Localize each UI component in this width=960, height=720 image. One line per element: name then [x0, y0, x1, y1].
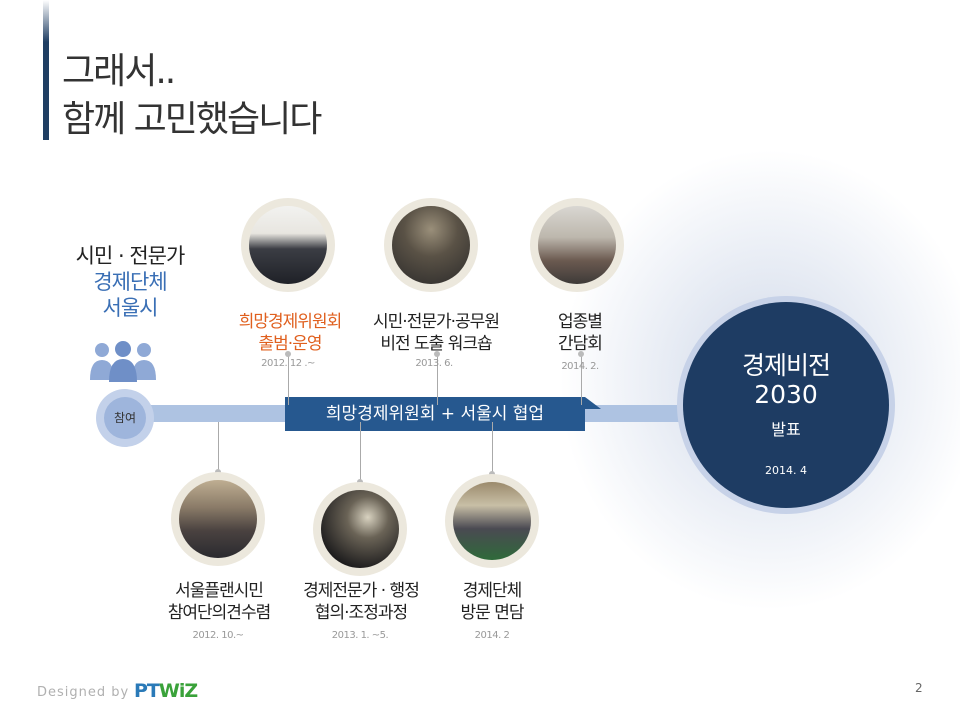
connector-line	[288, 354, 289, 405]
page-number: 2	[915, 681, 923, 695]
connector-dot	[434, 351, 440, 357]
vision-title: 경제비전	[741, 351, 831, 380]
page-title-line2: 함께 고민했습니다	[62, 99, 322, 140]
connector-line	[360, 422, 361, 482]
photo-economic-visit	[445, 474, 539, 568]
event-committee-subtitle: 출범·운영	[258, 334, 323, 354]
footer-designed-by: Designed by	[37, 685, 130, 700]
footer-logo: PTWiZ	[134, 680, 198, 702]
event-economic-visit-title: 경제단체	[462, 581, 523, 601]
logo-pt: PT	[134, 680, 160, 702]
event-economic-visit-date: 2014. 2	[474, 630, 510, 641]
logo-wiz: WiZ	[158, 680, 198, 702]
vision-date: 2014. 4	[765, 464, 807, 477]
banner-fold	[585, 397, 601, 409]
event-citizen-panel-date: 2012. 10.~	[192, 630, 244, 641]
event-committee-title: 희망경제위원회	[238, 312, 342, 332]
event-citizen-panel-subtitle: 참여단의견수렴	[167, 603, 271, 623]
event-economic-visit-subtitle: 방문 면담	[460, 603, 525, 623]
stakeholder-citizens-experts: 시민 · 전문가	[75, 244, 186, 268]
event-industry-subtitle: 간담회	[558, 334, 603, 354]
participate-badge: 참여	[104, 397, 146, 439]
event-citizen-panel-title: 서울플랜시민	[175, 581, 264, 601]
connector-line	[492, 422, 493, 474]
event-expert-subtitle: 협의·조정과정	[314, 603, 408, 623]
connector-line	[437, 354, 438, 405]
event-expert-date: 2013. 1. ~5.	[331, 630, 389, 641]
connector-dot	[285, 351, 291, 357]
stakeholder-seoul-city: 서울시	[102, 296, 159, 320]
connector-line	[218, 422, 219, 472]
event-workshop-title: 시민·전문가·공무원	[373, 312, 500, 332]
event-workshop-date: 2013. 6.	[415, 358, 453, 369]
photo-citizen-panel	[171, 472, 265, 566]
photo-expert-consultation	[313, 482, 407, 576]
vision-year: 2030	[754, 380, 818, 409]
connector-line	[581, 354, 582, 405]
vision-circle: 경제비전 2030 발표 2014. 4	[683, 302, 889, 508]
photo-vision-workshop	[384, 198, 478, 292]
connector-dot	[578, 351, 584, 357]
photo-committee-launch	[241, 198, 335, 292]
event-industry-date: 2014. 2.	[561, 361, 599, 372]
event-committee-date: 2012. 12 .~	[261, 358, 315, 369]
event-expert-title: 경제전문가 · 행정	[303, 581, 420, 601]
vision-announce: 발표	[771, 420, 801, 439]
title-accent-bar	[43, 0, 49, 140]
event-industry-title: 업종별	[558, 312, 603, 332]
stakeholder-economic-groups: 경제단체	[93, 270, 167, 294]
collaboration-banner: 희망경제위원회 + 서울시 협업	[285, 397, 585, 431]
page-title-line1: 그래서..	[62, 51, 176, 92]
event-workshop-subtitle: 비전 도출 워크숍	[380, 334, 492, 354]
photo-industry-meeting	[530, 198, 624, 292]
people-group-icon	[90, 341, 156, 382]
